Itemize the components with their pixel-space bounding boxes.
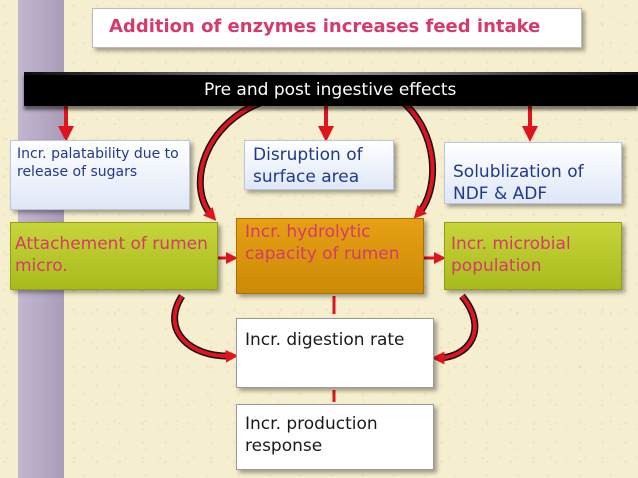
box-solubilization: Solublization of NDF & ADF [444, 142, 622, 204]
banner-label: Pre and post ingestive effects [204, 80, 457, 100]
box-palatability: Incr. palatability due to release of sug… [10, 140, 190, 210]
banner-shine [24, 72, 638, 75]
box-microbial: Incr. microbial population [444, 222, 622, 290]
curve-arrow-attach-to-digestion [171, 294, 233, 360]
box-attachment: Attachement of rumen micro. [10, 222, 218, 290]
box-digestion: Incr. digestion rate [236, 318, 434, 388]
box-production: Incr. production response [236, 404, 434, 470]
box-hydrolytic: Incr. hydrolytic capacity of rumen [236, 218, 424, 294]
page-title: Addition of enzymes increases feed intak… [92, 8, 582, 48]
box-disruption: Disruption of surface area [244, 140, 394, 190]
effects-banner: Pre and post ingestive effects [24, 72, 638, 106]
